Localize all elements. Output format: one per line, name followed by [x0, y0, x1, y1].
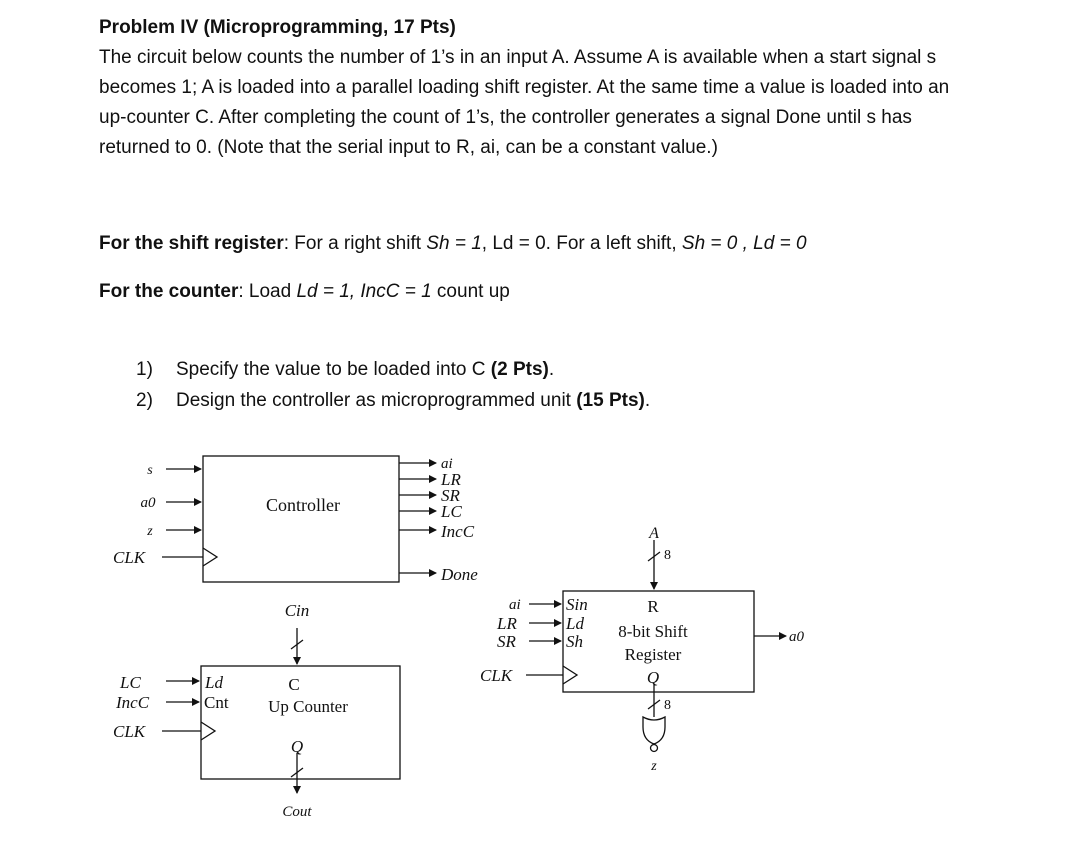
paragraph-line-3: up-counter C. After completing the count… [99, 107, 912, 128]
controller-label: Controller [266, 495, 340, 515]
paragraph-line-4: returned to 0. (Note that the serial inp… [99, 137, 718, 158]
question-1-number: 1) [136, 359, 153, 380]
counter-clk-triangle [200, 721, 217, 741]
controller-input-s-label: s [147, 463, 153, 478]
shift-register-clk-label: CLK [480, 666, 514, 685]
controller-clk-label: CLK [113, 548, 147, 567]
shift-register-port-sin: Sin [566, 595, 588, 614]
question-1-end: . [548, 359, 555, 380]
shift-register-clk-triangle [562, 665, 579, 685]
paragraph-line-1: The circuit below counts the number of 1… [99, 47, 937, 68]
question-2-text: Design the controller as microprogrammed… [176, 390, 577, 411]
counter-q-label: Q [291, 737, 303, 756]
shift-register-a-width: 8 [664, 548, 671, 563]
shift-register-a0-label: a0 [789, 629, 805, 645]
shift-register-a-bus-slash [647, 551, 661, 562]
counter-port-ld: Ld [204, 673, 223, 692]
counter-spec-label: For the counter [99, 281, 239, 302]
shift-register-spec-sh0: Sh = 0 , Ld = 0 [681, 233, 807, 254]
question-2: 2) Design the controller as microprogramm… [136, 386, 650, 416]
question-1-text: Specify the value to be loaded into C [176, 359, 491, 380]
shift-register-input-sr-label: SR [497, 632, 517, 651]
shift-register-port-ld: Ld [565, 614, 584, 633]
question-1: 1)Specify the value to be loaded into C … [136, 355, 554, 385]
counter-cout-label: Cout [282, 804, 312, 820]
counter-title: C [288, 675, 299, 694]
counter-subtitle: Up Counter [268, 697, 348, 716]
shift-register-spec: For the shift register: For a right shif… [99, 229, 807, 259]
counter-input-lc-label: LC [119, 673, 141, 692]
counter-cin-bus-slash [290, 639, 304, 650]
controller-input-a0-label: a0 [141, 495, 157, 511]
shift-register-spec-sh1: Sh = 1 [426, 233, 482, 254]
nor-gate-z-label: z [650, 759, 657, 774]
question-2-points: (15 Pts) [576, 390, 645, 411]
shift-register-title: R [647, 597, 659, 616]
counter-spec-pre: : Load [238, 281, 297, 302]
shift-register-port-sh: Sh [566, 632, 583, 651]
shift-register-spec-mid: , Ld = 0. For a left shift, [481, 233, 682, 254]
controller-output-sr-label: SR [441, 486, 461, 505]
question-2-number: 2) [136, 390, 153, 411]
nor-gate [642, 715, 666, 745]
controller-output-lc-label: LC [440, 502, 462, 521]
counter-clk-label: CLK [113, 722, 147, 741]
controller-box [202, 455, 400, 583]
controller-output-ai-label: ai [441, 456, 453, 472]
nor-gate-bubble [649, 743, 659, 753]
counter-spec-ld: Ld = 1, IncC = 1 [296, 281, 432, 302]
shift-register-a-label: A [648, 525, 659, 542]
shift-register-spec-pre: : For a right shift [283, 233, 427, 254]
counter-box [200, 665, 401, 780]
controller-output-lr-label: LR [440, 470, 461, 489]
shift-register-box [562, 590, 755, 693]
shift-register-input-lr-label: LR [496, 614, 517, 633]
controller-clk-triangle [202, 547, 219, 567]
counter-cin-label: Cin [285, 601, 310, 620]
shift-register-input-ai-label: ai [509, 597, 521, 613]
controller-output-incc-label: IncC [440, 522, 475, 541]
controller-output-done-label: Done [440, 565, 478, 584]
shift-register-q-label: Q [647, 668, 659, 687]
shift-register-q-width: 8 [664, 698, 671, 713]
counter-port-cnt: Cnt [204, 693, 229, 712]
shift-register-spec-label: For the shift register [99, 233, 284, 254]
shift-register-q-bus-slash [647, 699, 661, 710]
problem-title: Problem IV (Microprogramming, 17 Pts) [99, 17, 456, 38]
controller-input-z-label: z [146, 524, 153, 539]
counter-spec: For the counter: Load Ld = 1, IncC = 1 c… [99, 277, 510, 307]
shift-register-line-1: 8-bit Shift [618, 622, 688, 641]
paragraph-line-2: becomes 1; A is loaded into a parallel l… [99, 77, 950, 98]
question-1-points: (2 Pts) [490, 359, 549, 380]
counter-cout-bus-slash [290, 767, 304, 778]
shift-register-line-2: Register [625, 645, 682, 664]
question-2-end: . [644, 390, 651, 411]
counter-spec-post: count up [431, 281, 510, 302]
counter-input-incc-label: IncC [115, 693, 150, 712]
